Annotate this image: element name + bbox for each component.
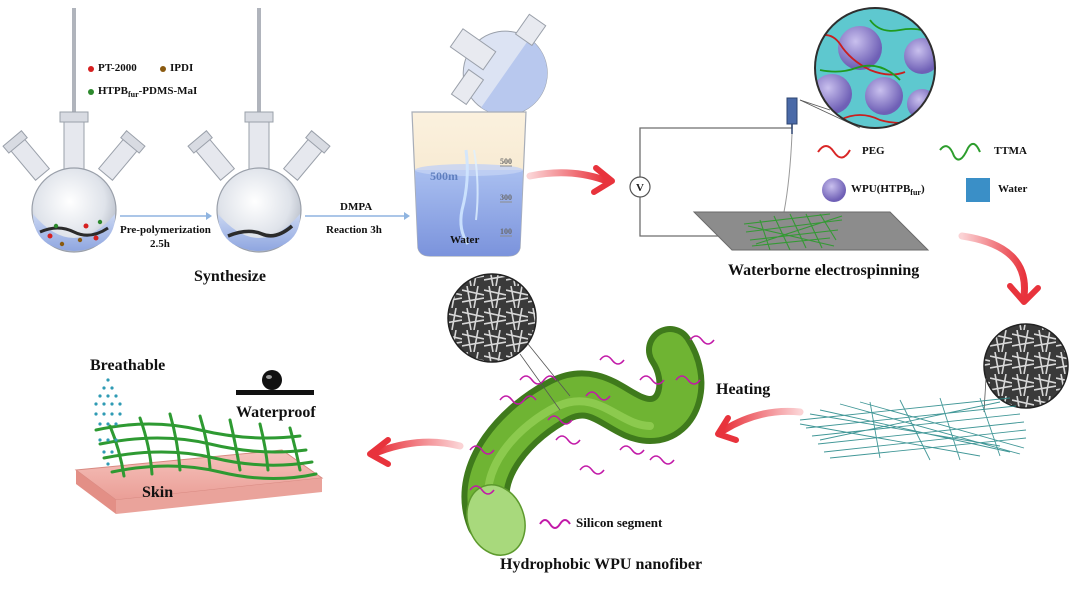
pt2000-dot-icon bbox=[88, 66, 94, 72]
arrow-heating bbox=[720, 407, 804, 434]
label-water-beaker: Water bbox=[450, 234, 480, 246]
label-skin: Skin bbox=[142, 484, 174, 501]
label-ipdi: IPDI bbox=[170, 62, 194, 74]
label-breathable: Breathable bbox=[90, 357, 166, 374]
beaker-mark-500m: 500m bbox=[430, 169, 458, 183]
label-silicon-segment: Silicon segment bbox=[576, 515, 663, 530]
peg-icon bbox=[817, 145, 851, 159]
arrow-to-application bbox=[374, 438, 464, 456]
legend-peg: PEG bbox=[862, 145, 885, 157]
wpu-sphere-icon bbox=[822, 178, 846, 202]
voltmeter-icon bbox=[629, 176, 651, 198]
legend-water: Water bbox=[998, 183, 1028, 195]
hydrophobic-nanofiber bbox=[461, 326, 715, 556]
water-square-icon bbox=[966, 178, 990, 202]
label-prepolymerization: Pre-polymerization bbox=[120, 224, 211, 236]
label-htpb-pdms-mai: HTPBfur-PDMS-MaI bbox=[98, 85, 198, 100]
ttma-icon bbox=[939, 142, 981, 161]
skin-with-membrane bbox=[74, 378, 324, 514]
label-prepoly-time: 2.5h bbox=[150, 238, 170, 250]
fiber-mat bbox=[799, 397, 1027, 461]
htpb-dot-icon bbox=[88, 89, 94, 95]
silicon-segment-icon bbox=[539, 519, 571, 529]
legend-ttma: TTMA bbox=[994, 145, 1027, 157]
label-hydrophobic-wpu-nanofiber: Hydrophobic WPU nanofiber bbox=[500, 556, 703, 573]
label-heating: Heating bbox=[716, 381, 771, 398]
sem-image-mat bbox=[983, 323, 1069, 413]
beaker-mark-500: 500 bbox=[500, 157, 512, 166]
beaker-mark-100: 100 bbox=[500, 227, 512, 236]
label-pt2000: PT-2000 bbox=[98, 62, 137, 74]
reaction-flask-1 bbox=[2, 8, 146, 253]
label-dmpa: DMPA bbox=[340, 201, 373, 213]
ipdi-dot-icon bbox=[160, 66, 166, 72]
arrow-to-electrospinning bbox=[526, 169, 608, 184]
label-reaction-time: Reaction 3h bbox=[326, 224, 382, 236]
breathable-dots bbox=[94, 378, 122, 466]
legend-wpu: WPU(HTPBfur) bbox=[851, 183, 925, 198]
solution-zoom-inset bbox=[814, 7, 936, 129]
contact-angle-inset bbox=[236, 360, 314, 396]
label-synthesize: Synthesize bbox=[194, 268, 266, 285]
label-waterborne-electrospinning: Waterborne electrospinning bbox=[728, 262, 920, 279]
voltmeter-symbol: V bbox=[636, 182, 644, 194]
sem-image-fiber bbox=[447, 273, 571, 411]
beaker-with-flask bbox=[411, 13, 548, 257]
reaction-flask-2 bbox=[187, 8, 331, 253]
arrow-to-fiber-mat bbox=[958, 232, 1028, 300]
electrospinning-setup bbox=[629, 97, 930, 251]
beaker-mark-300: 300 bbox=[500, 193, 512, 202]
label-waterproof: Waterproof bbox=[236, 404, 316, 421]
